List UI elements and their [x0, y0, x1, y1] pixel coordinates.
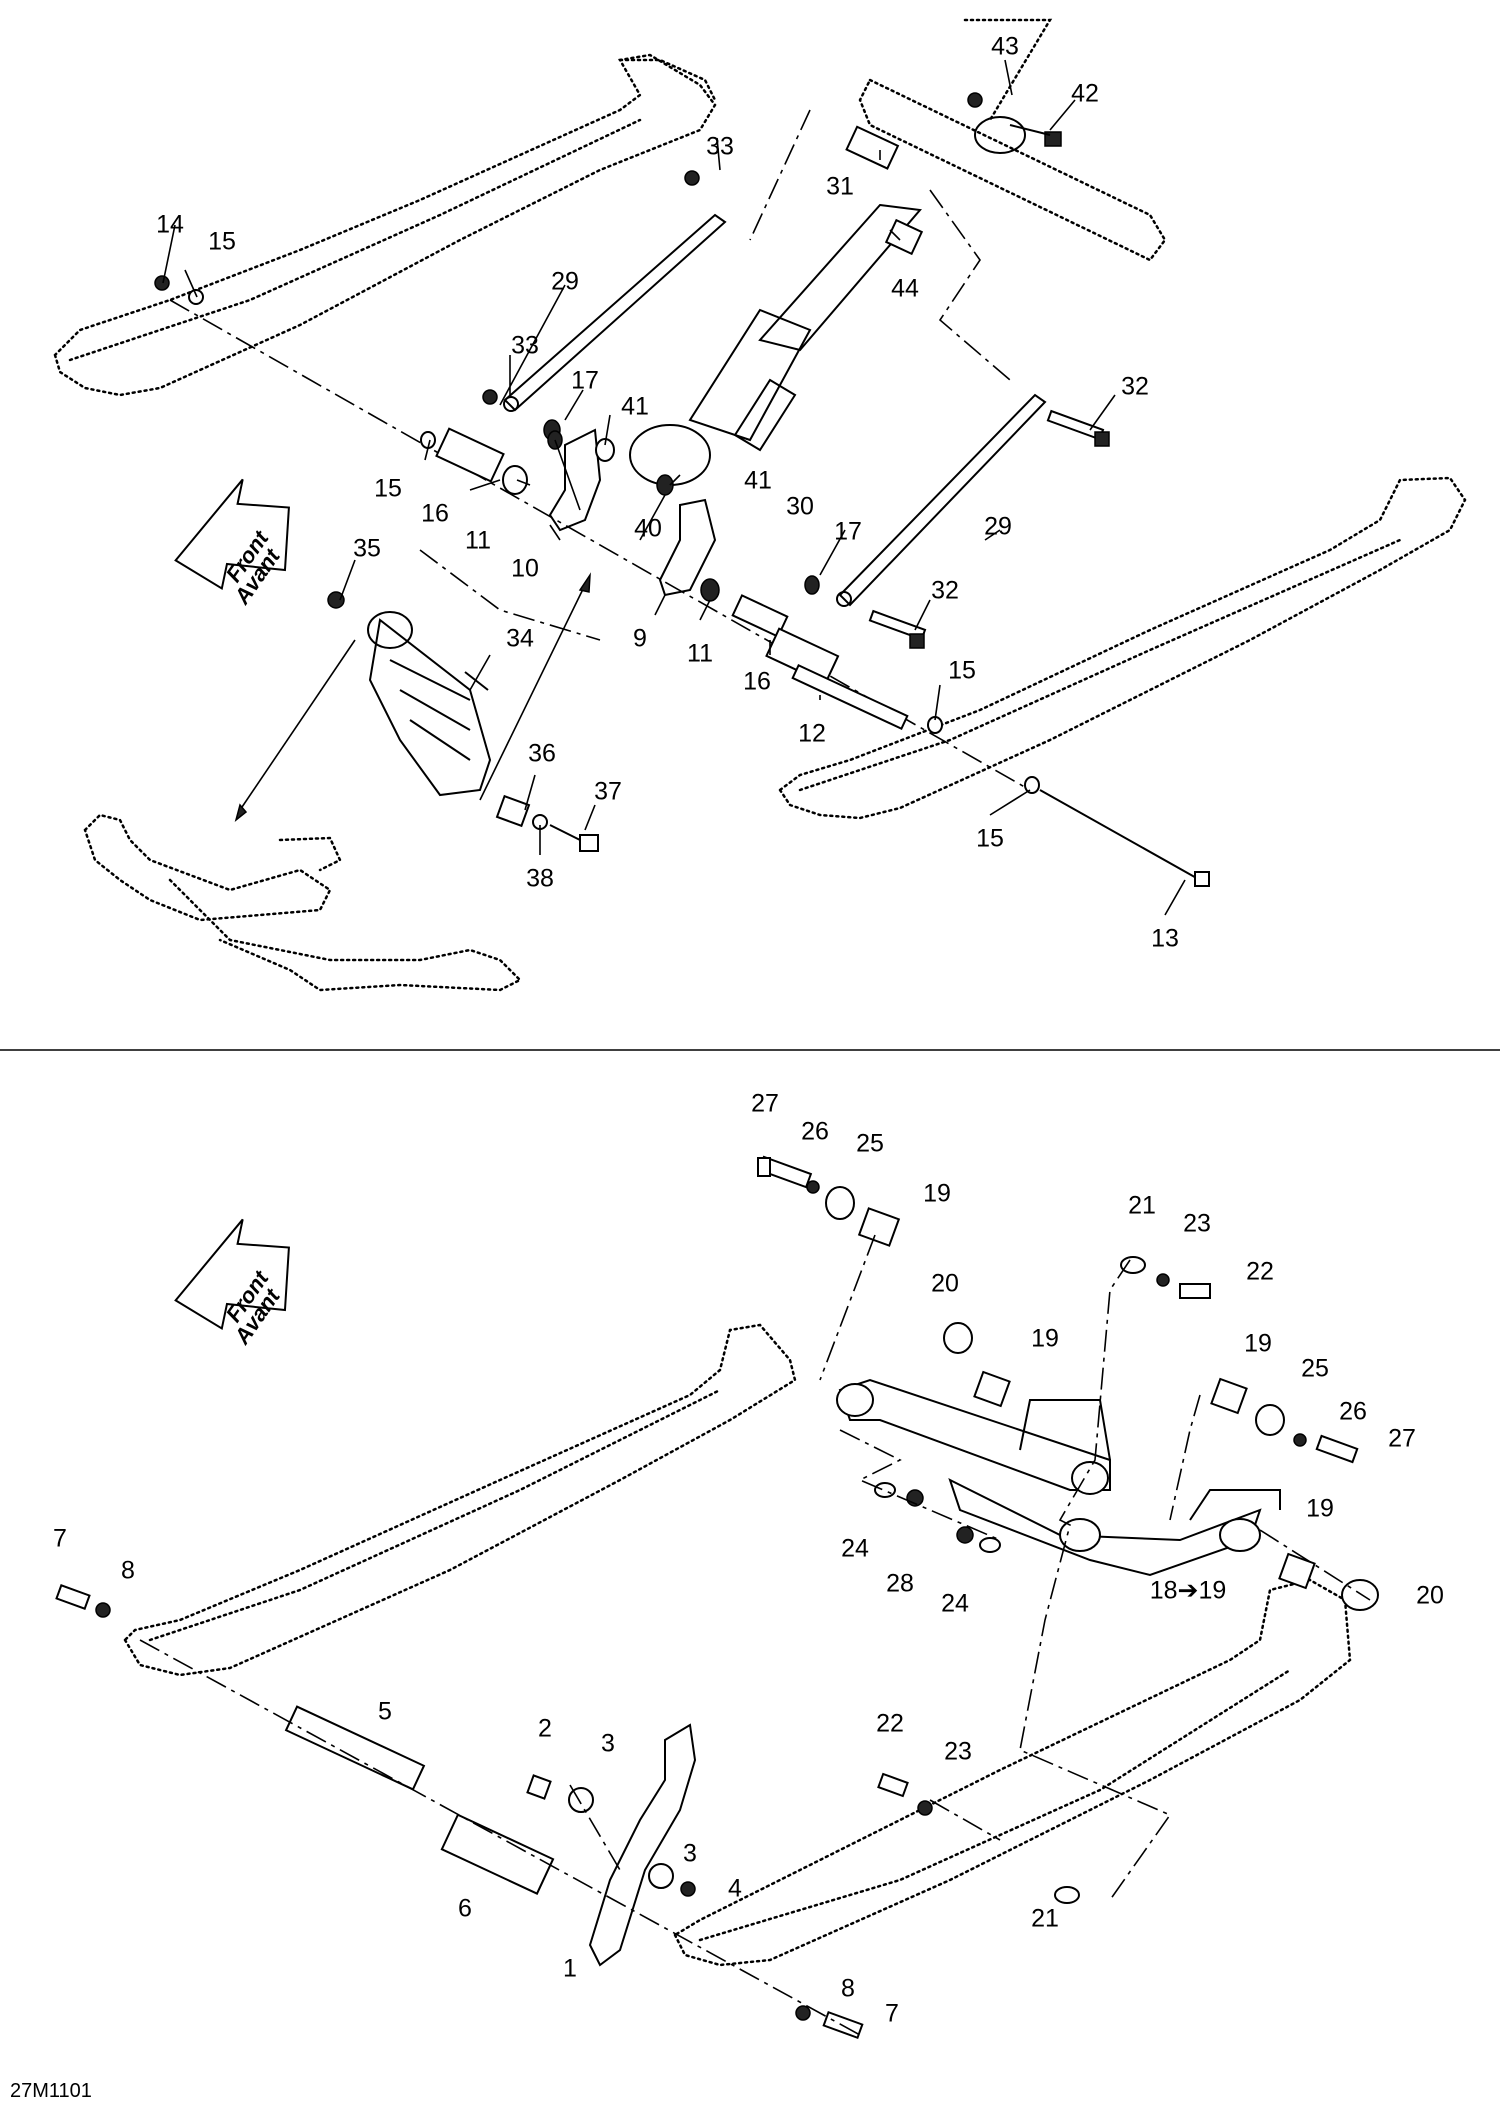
callout-27-b: 27: [1388, 1425, 1416, 1453]
callout-19-c: 19: [1244, 1330, 1272, 1358]
callout-29: 29: [551, 268, 579, 296]
front-direction-arrow-bottom: [174, 1218, 290, 1331]
callout-3: 3: [601, 1730, 615, 1758]
callout-41-b: 41: [744, 467, 772, 495]
callout-15-c: 15: [948, 657, 976, 685]
callout-6: 6: [458, 1895, 472, 1923]
callout-22-b: 22: [876, 1710, 904, 1738]
callout-25-b: 25: [1301, 1355, 1329, 1383]
callout-7: 7: [53, 1525, 67, 1553]
callout-10: 10: [511, 555, 539, 583]
front-direction-arrow-top: [174, 478, 290, 591]
callout-12: 12: [798, 720, 826, 748]
callout-11: 11: [465, 527, 491, 555]
callout-7-b: 7: [885, 2000, 899, 2028]
callout-32: 32: [1121, 373, 1149, 401]
pivot-arms: [548, 428, 717, 597]
callout-5: 5: [378, 1698, 392, 1726]
callout-17-b: 17: [834, 518, 862, 546]
centerlines-top: [169, 109, 1031, 823]
callout-15-b: 15: [374, 475, 402, 503]
callout-1: 1: [563, 1955, 577, 1983]
callout-3-b: 3: [683, 1840, 697, 1868]
callout-41: 41: [621, 393, 649, 421]
callout-19: 19: [923, 1180, 951, 1208]
callout-8-b: 8: [841, 1975, 855, 2003]
callout-43: 43: [991, 33, 1019, 61]
rear-arm-sketch: [83, 813, 523, 992]
callout-32-b: 32: [931, 577, 959, 605]
front-shock-absorber: [367, 611, 492, 797]
callout-26-b: 26: [1339, 1398, 1367, 1426]
callout-2: 2: [538, 1715, 552, 1743]
callout-34: 34: [506, 625, 534, 653]
shafts-bottom: [284, 1705, 555, 1895]
callout-4: 4: [728, 1875, 742, 1903]
right-rail-top: [778, 476, 1467, 820]
callout-21: 21: [1128, 1192, 1156, 1220]
callout-19-d: 19: [1306, 1495, 1334, 1523]
callout-40: 40: [634, 515, 662, 543]
callout-15: 15: [208, 228, 236, 256]
callout-31: 31: [826, 173, 854, 201]
callout-23-b: 23: [944, 1738, 972, 1766]
centerlines-bottom: [139, 1234, 1371, 2036]
callout-33: 33: [706, 133, 734, 161]
fasteners-bottom: [55, 1155, 1379, 2040]
link-rods: [503, 213, 1047, 607]
callout-18-19: 18➔19: [1150, 1577, 1227, 1605]
callout-35: 35: [353, 535, 381, 563]
callout-36: 36: [528, 740, 556, 768]
callout-9: 9: [633, 625, 647, 653]
callout-8: 8: [121, 1557, 135, 1585]
callout-17: 17: [571, 367, 599, 395]
callout-21-b: 21: [1031, 1905, 1059, 1933]
fasteners-top: [154, 92, 1210, 887]
callout-16: 16: [421, 500, 449, 528]
callout-19-b: 19: [1031, 1325, 1059, 1353]
callout-15-d: 15: [976, 825, 1004, 853]
callout-44: 44: [891, 275, 919, 303]
callout-20-b: 20: [1416, 1582, 1444, 1610]
callout-24-b: 24: [941, 1590, 969, 1618]
callout-28: 28: [886, 1570, 914, 1598]
callout-26: 26: [801, 1118, 829, 1146]
callout-14: 14: [156, 211, 184, 239]
callout-42: 42: [1071, 80, 1099, 108]
callout-23: 23: [1183, 1210, 1211, 1238]
left-rail-top: [53, 53, 717, 397]
left-rail-bottom: [123, 1323, 797, 1677]
rear-arm-assembly: [836, 1378, 1281, 1577]
callout-33-b: 33: [511, 332, 539, 360]
callout-11-b: 11: [687, 640, 713, 668]
callout-37: 37: [594, 778, 622, 806]
callout-20: 20: [931, 1270, 959, 1298]
callout-leaders: [162, 59, 1186, 916]
callout-25: 25: [856, 1130, 884, 1158]
diagram-code: 27M1101: [10, 2080, 92, 2102]
callout-13: 13: [1151, 925, 1179, 953]
callout-22: 22: [1246, 1258, 1274, 1286]
bracket-part-1: [588, 1723, 697, 1967]
callout-29-b: 29: [984, 513, 1012, 541]
callout-24: 24: [841, 1535, 869, 1563]
callout-16-b: 16: [743, 668, 771, 696]
callout-30: 30: [786, 493, 814, 521]
callout-27: 27: [751, 1090, 779, 1118]
callout-38: 38: [526, 865, 554, 893]
